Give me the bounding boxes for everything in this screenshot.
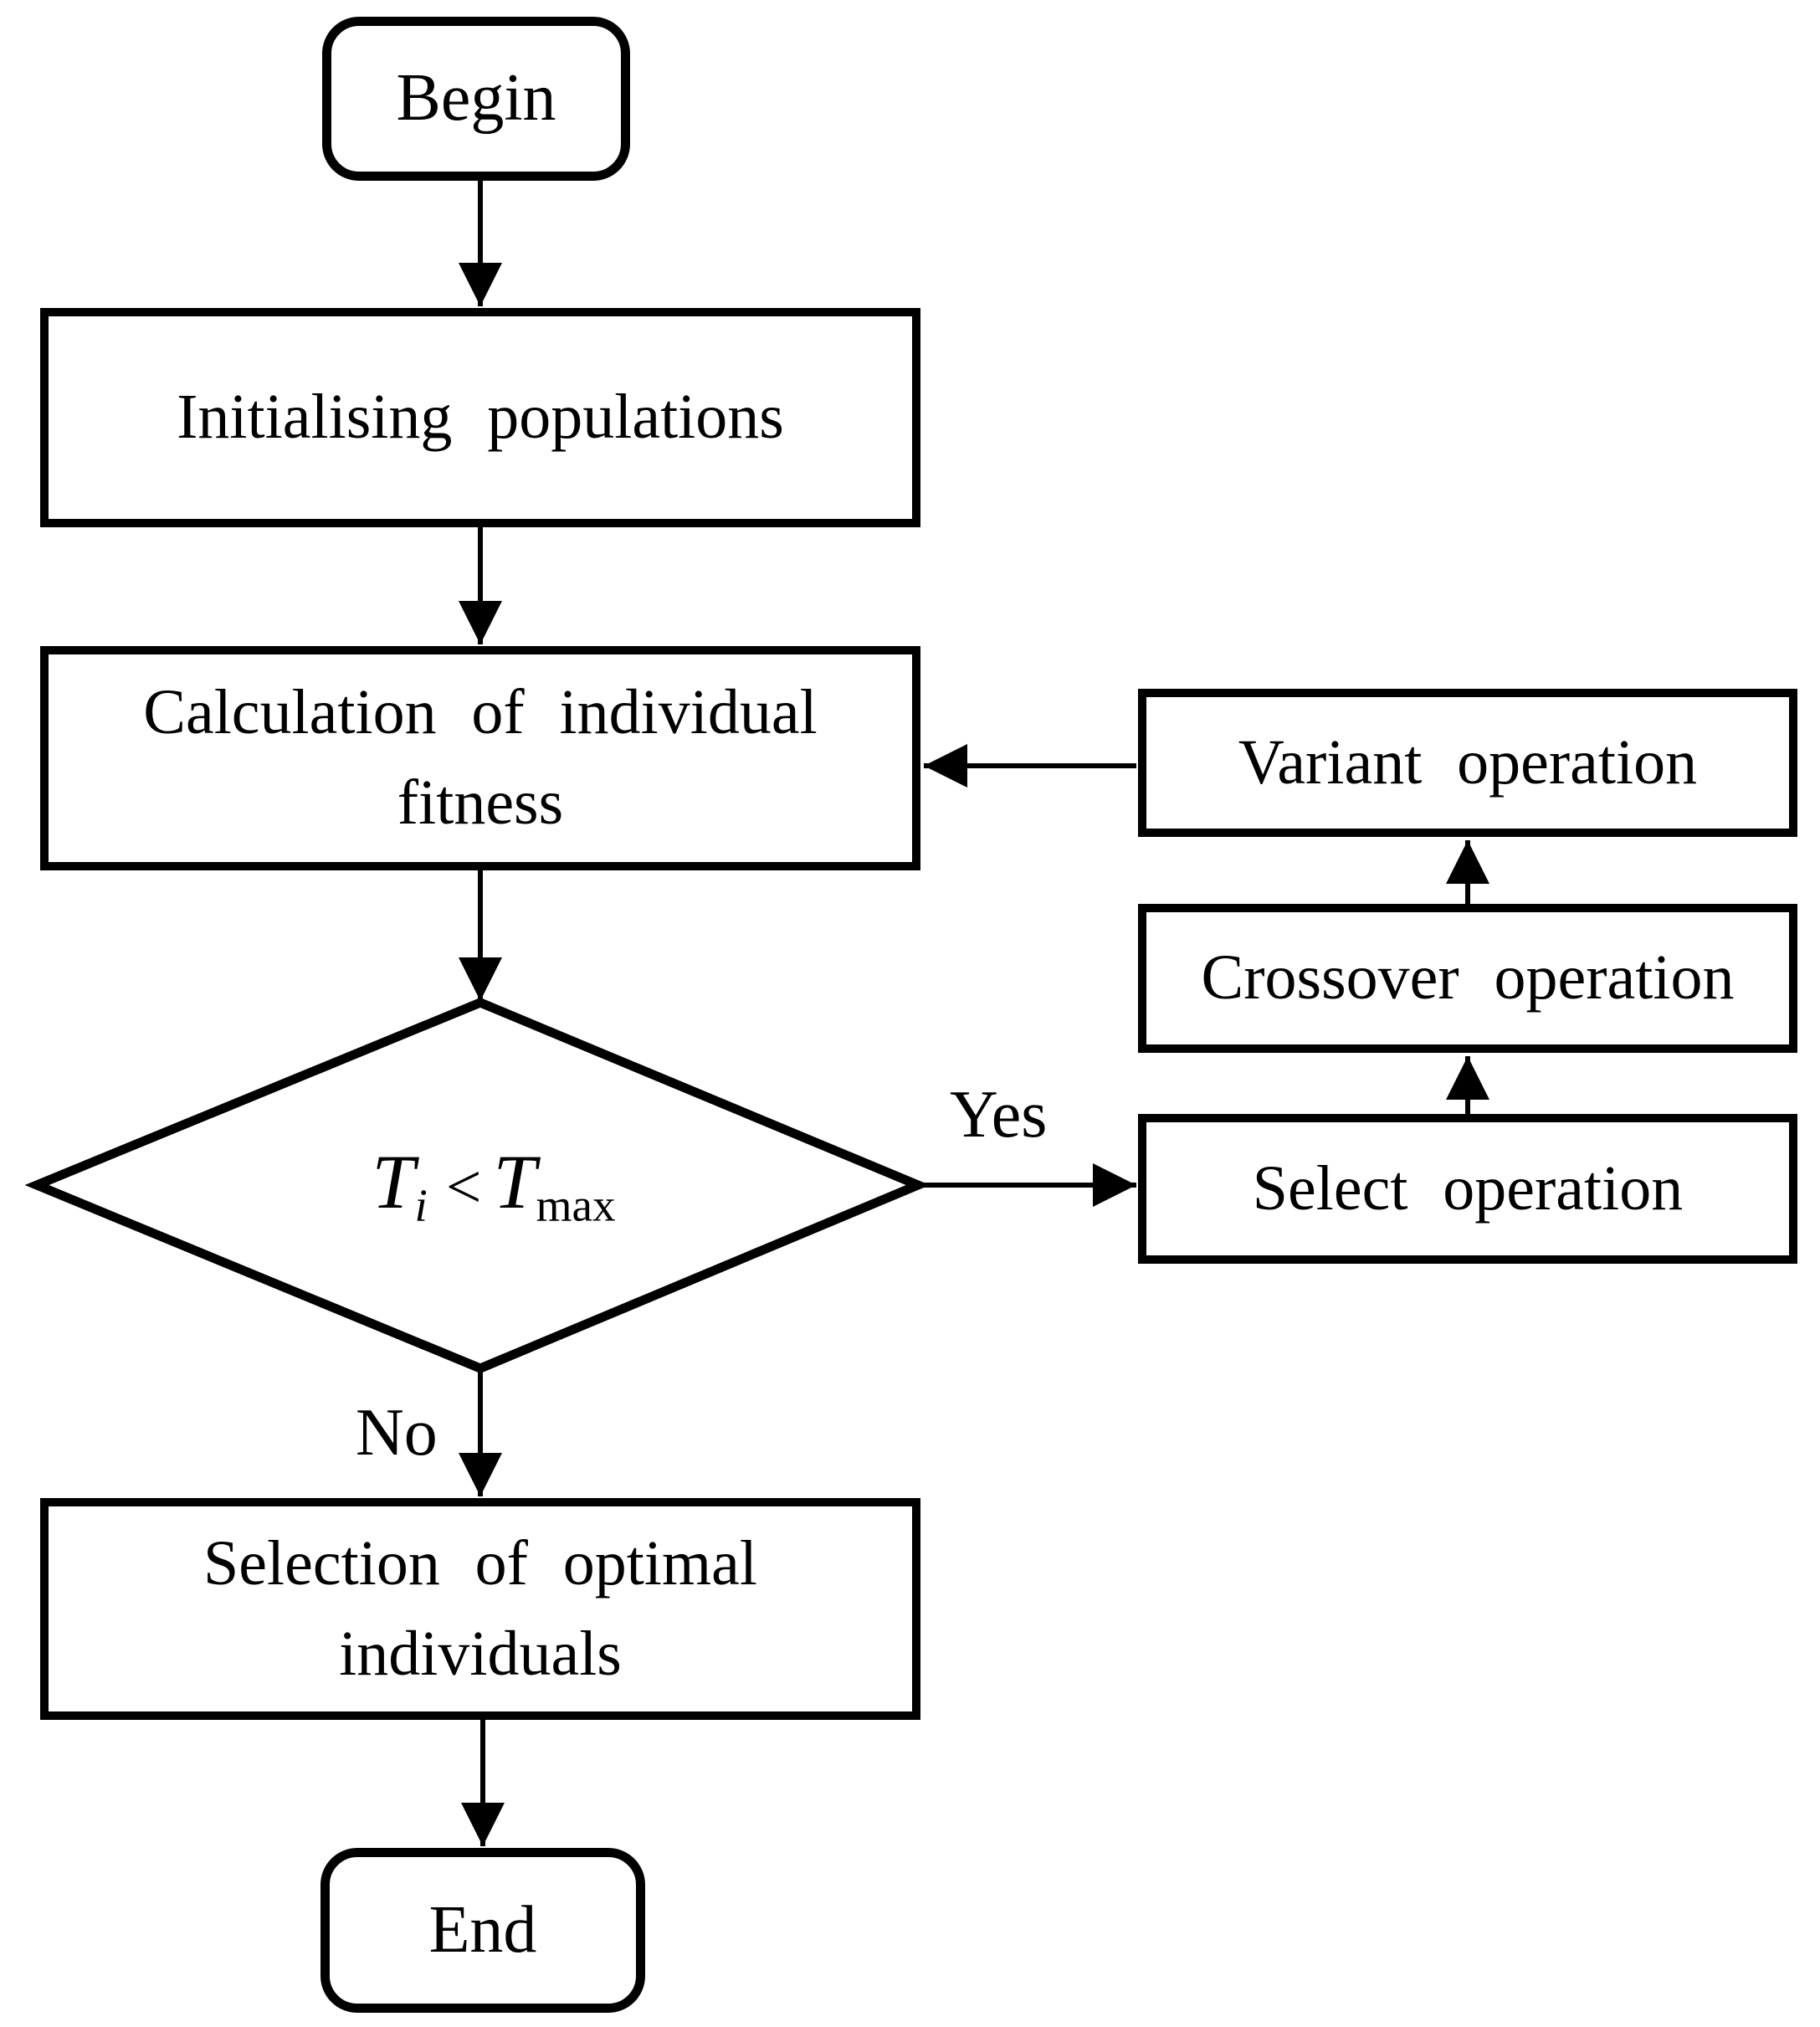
- node-calculation-label-line1: Calculation of individual: [143, 677, 818, 748]
- node-initialising-populations: Initialising populations: [40, 308, 920, 527]
- decision-var2-subscript: max: [536, 1179, 616, 1231]
- decision-diamond-shape: [24, 998, 931, 1373]
- edge-label-yes: Yes: [950, 1078, 1048, 1152]
- node-select-operation: Select operation: [1138, 1114, 1797, 1264]
- node-calculation-label-line2: fitness: [397, 767, 564, 838]
- node-crossover-label: Crossover operation: [1201, 942, 1735, 1014]
- decision-var2: T: [493, 1139, 536, 1224]
- node-variant-label: Variant operation: [1238, 726, 1698, 798]
- decision-var1: T: [372, 1139, 415, 1224]
- node-begin-label: Begin: [396, 61, 556, 136]
- node-selection-optimal-label-line2: individuals: [339, 1618, 622, 1689]
- node-selection-optimal: Selection of optimal individuals: [40, 1498, 920, 1720]
- decision-formula: Ti<Tmax: [372, 1143, 615, 1229]
- node-begin: Begin: [322, 17, 630, 181]
- decision-var1-subscript: i: [414, 1179, 428, 1231]
- node-end-label: End: [428, 1892, 537, 1967]
- node-initialising-label: Initialising populations: [177, 382, 784, 453]
- node-select-label: Select operation: [1252, 1152, 1684, 1224]
- node-variant-operation: Variant operation: [1138, 689, 1797, 837]
- node-calculation-fitness: Calculation of individual fitness: [40, 646, 920, 870]
- node-selection-optimal-label-line1: Selection of optimal: [203, 1527, 757, 1599]
- node-end: End: [320, 1848, 645, 2013]
- decision-operator: <: [445, 1152, 482, 1222]
- edge-label-no: No: [356, 1396, 438, 1470]
- node-crossover-operation: Crossover operation: [1138, 904, 1797, 1053]
